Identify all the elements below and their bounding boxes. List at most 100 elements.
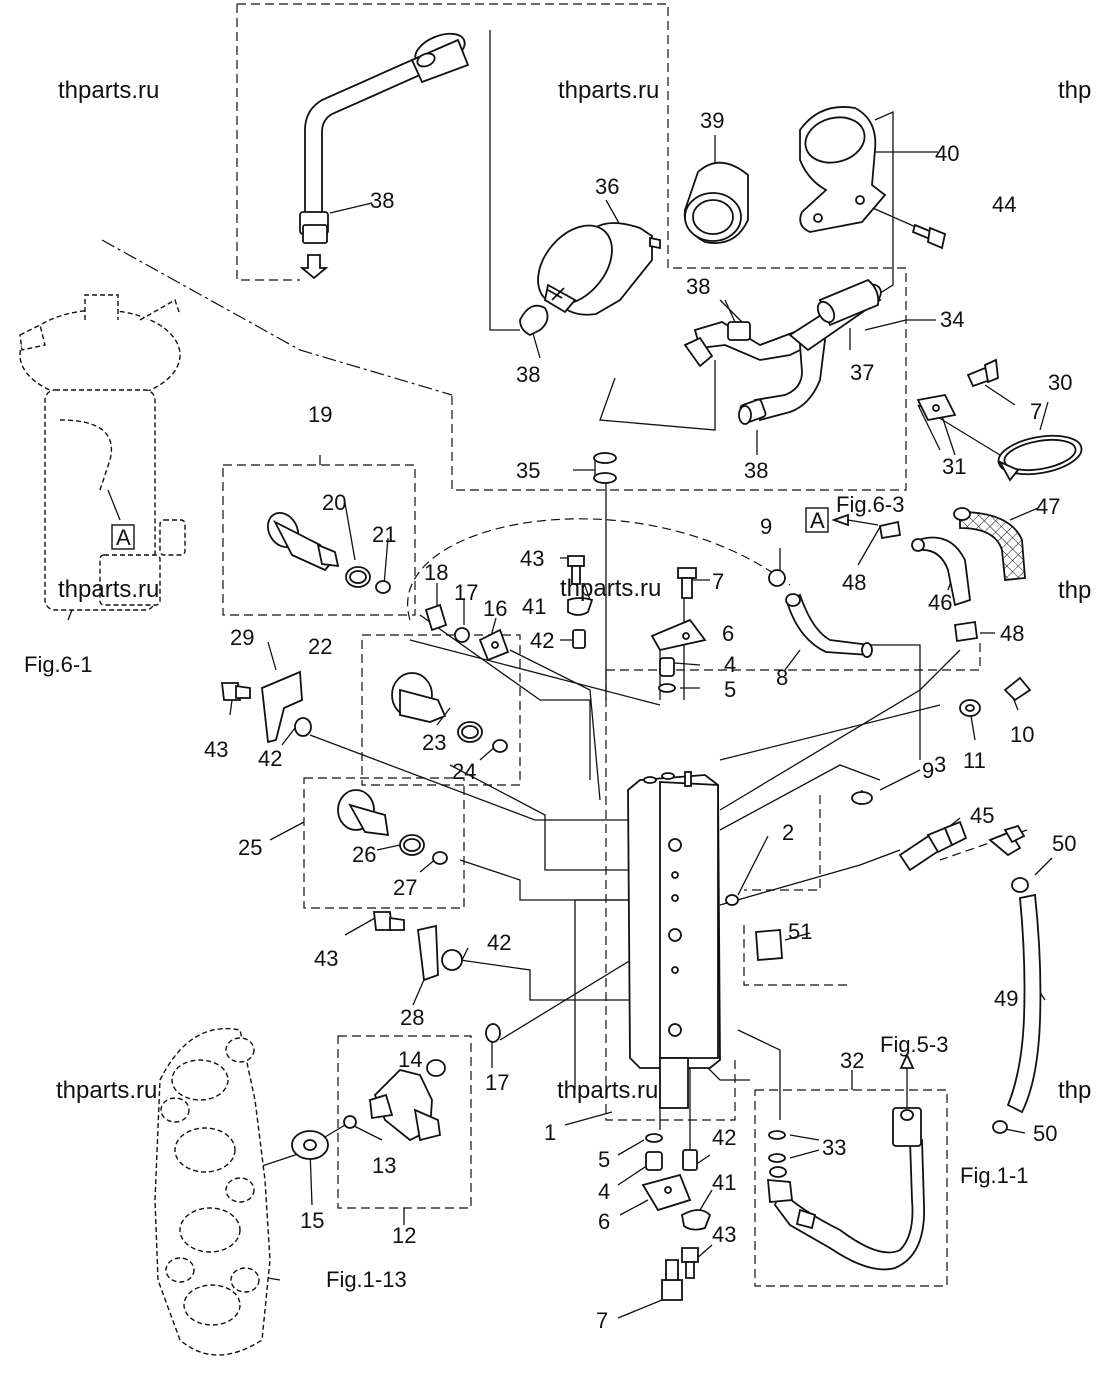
part-label: 43 [204, 737, 228, 762]
clamp-9-lower [851, 791, 873, 805]
part-label: 42 [530, 628, 554, 653]
part-label: 5 [598, 1147, 610, 1172]
part-label: 20 [322, 490, 346, 515]
part-label: 6 [598, 1209, 610, 1234]
marker-a-pump: A [111, 524, 135, 550]
part-label: 32 [840, 1048, 864, 1073]
part-label: 8 [776, 665, 788, 690]
part-label: 43 [520, 546, 544, 571]
part-label: 14 [398, 1047, 422, 1072]
part-label: 45 [970, 803, 994, 828]
part-label: 47 [1036, 494, 1060, 519]
part-label: 50 [1052, 831, 1076, 856]
part-label: 36 [595, 174, 619, 199]
part-label: 19 [308, 402, 332, 427]
part-label: 31 [942, 454, 966, 479]
sensor-12 [343, 1059, 446, 1142]
part-label: 44 [992, 192, 1016, 217]
watermark-text: thparts.ru [58, 576, 159, 603]
part-label: 22 [308, 634, 332, 659]
watermark-text: thp [1058, 1077, 1091, 1104]
grommet-39 [683, 161, 749, 244]
hoses-46-47-48 [878, 507, 1026, 643]
part-label: 21 [372, 522, 396, 547]
part-label: 15 [300, 1208, 324, 1233]
part-label: 49 [994, 986, 1018, 1011]
part-label: 3 [934, 752, 946, 777]
part-label: 18 [424, 560, 448, 585]
fittings-16-17-18 [424, 603, 510, 662]
watermark-text: thparts.ru [558, 77, 659, 104]
part-label: 7 [1030, 399, 1042, 424]
part-label: 40 [935, 141, 959, 166]
part-label: 23 [422, 730, 446, 755]
part-label: 6 [722, 621, 734, 646]
fuel-line-32 [767, 1052, 925, 1271]
part-label: 25 [238, 835, 262, 860]
part-label: 48 [1000, 621, 1024, 646]
collar-17-lower [485, 1023, 501, 1043]
part-label: 43 [712, 1222, 736, 1247]
part-label: 7 [712, 569, 724, 594]
part-label: 43 [314, 946, 338, 971]
part-label: 50 [1033, 1121, 1057, 1146]
figure-references: Fig.6-1 Fig.6-3 Fig.5-3 Fig.1-1 Fig.1-13 [24, 492, 1028, 1292]
marker-a-label: A [116, 525, 131, 550]
bracket-28 [372, 911, 463, 982]
fig-ref-1-13: Fig.1-13 [326, 1267, 407, 1292]
hose-38-upper [299, 32, 470, 280]
part-label: 9 [922, 758, 934, 783]
bolt-10-washer-11 [959, 676, 1032, 717]
reference-arc-a [407, 518, 791, 621]
fig-ref-5-3: Fig.5-3 [880, 1032, 948, 1057]
part-label: 33 [822, 1135, 846, 1160]
part-label: 17 [454, 580, 478, 605]
part-label: 42 [258, 746, 282, 771]
marker-a-label: A [810, 508, 825, 533]
part-label: 39 [700, 108, 724, 133]
watermark-text: thparts.ru [560, 575, 661, 602]
watermark-text: thp [1058, 577, 1091, 604]
watermarks: thparts.ru thparts.ru thp thparts.ru thp… [56, 77, 1091, 1104]
fuel-pump-reference-outline [19, 294, 186, 611]
watermark-text: thparts.ru [58, 77, 159, 104]
fuel-rail-1 [627, 771, 721, 1109]
connection-lines [249, 30, 1001, 1171]
part-label: 41 [522, 594, 546, 619]
marker-a-hose: A [805, 507, 879, 533]
part-label: 42 [712, 1125, 736, 1150]
part-label: 41 [712, 1170, 736, 1195]
reference-chain-line [101, 239, 453, 396]
part-label: 12 [392, 1223, 416, 1248]
part-label: 38 [516, 362, 540, 387]
o-rings-35 [593, 452, 617, 484]
hose-8-clamp-9 [768, 569, 873, 658]
part-label: 2 [782, 820, 794, 845]
part-label: 24 [452, 759, 476, 784]
injector-19 [267, 512, 391, 594]
regulator-22 [391, 672, 508, 753]
bracket-29 [220, 670, 312, 744]
part-label: 7 [596, 1308, 608, 1333]
fig-ref-6-3: Fig.6-3 [836, 492, 904, 517]
part-label: 30 [1048, 370, 1072, 395]
part-labels: 1 2 3 4 5 6 7 8 9 10 11 12 13 14 15 16 1… [204, 108, 1076, 1333]
part-label: 37 [850, 360, 874, 385]
part-label: 26 [352, 842, 376, 867]
part-label: 16 [483, 596, 507, 621]
part-label: 48 [842, 570, 866, 595]
label-plate-51 [755, 929, 783, 961]
clip-38-small [519, 304, 549, 337]
watermark-text: thparts.ru [56, 1077, 157, 1104]
part-label: 13 [372, 1153, 396, 1178]
washer-15 [291, 1130, 329, 1160]
fittings-3-45 [898, 820, 1026, 872]
part-label: 38 [744, 458, 768, 483]
part-label: 28 [400, 1005, 424, 1030]
part-label: 38 [370, 188, 394, 213]
upper-fasteners-41-42-43 [567, 555, 697, 649]
part-label: 38 [686, 274, 710, 299]
lower-fittings-4-5-6-7 [641, 1133, 692, 1301]
cylinder-block-reference-outline [154, 1027, 271, 1356]
